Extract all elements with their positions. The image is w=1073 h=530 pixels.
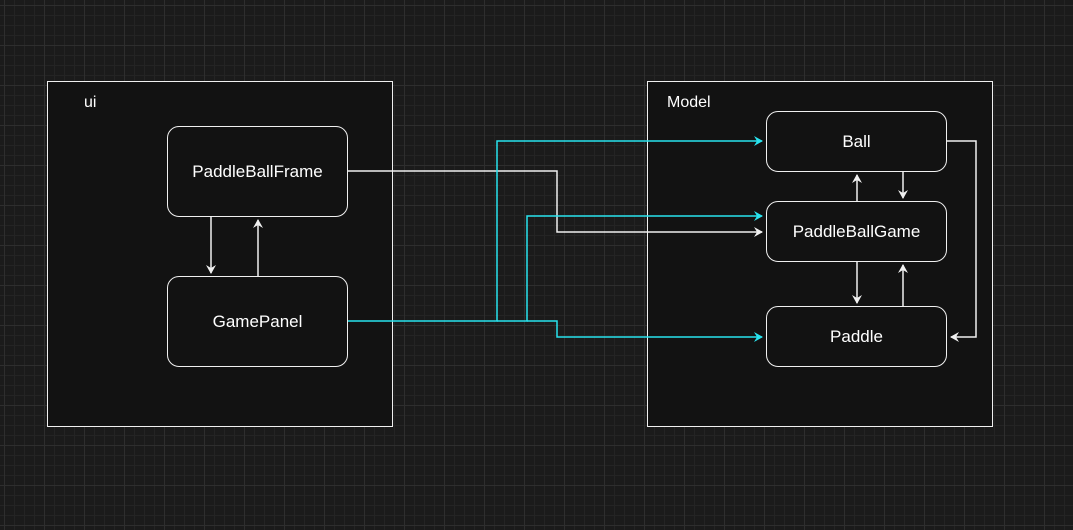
node-paddle-ball-game-label: PaddleBallGame	[792, 221, 921, 241]
node-paddle-ball-frame-label: PaddleBallFrame	[192, 161, 323, 181]
node-paddle-label: Paddle	[830, 326, 883, 346]
node-game-panel[interactable]: GamePanel	[167, 276, 348, 367]
node-paddle[interactable]: Paddle	[766, 306, 947, 367]
container-ui-label: ui	[84, 94, 97, 111]
node-game-panel-label: GamePanel	[212, 311, 303, 331]
node-paddle-ball-frame[interactable]: PaddleBallFrame	[167, 126, 348, 217]
node-paddle-ball-game[interactable]: PaddleBallGame	[766, 201, 947, 262]
node-ball[interactable]: Ball	[766, 111, 947, 172]
container-model-label: Model	[667, 94, 711, 111]
node-ball-label: Ball	[842, 131, 871, 151]
